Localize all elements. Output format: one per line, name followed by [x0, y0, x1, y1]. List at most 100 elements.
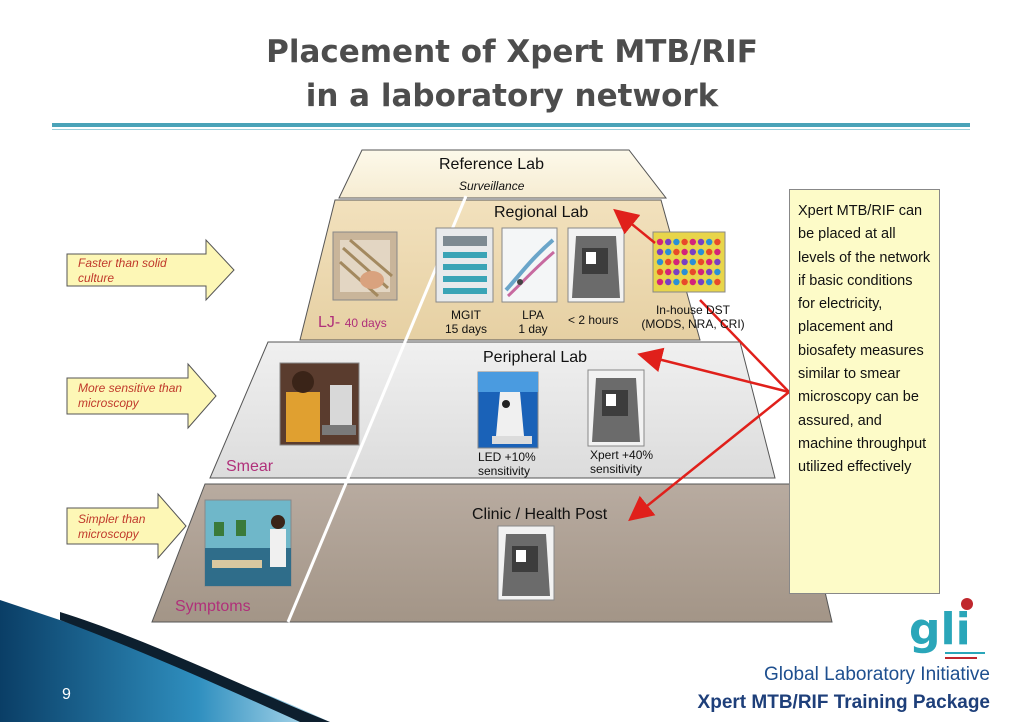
lj-days: 40 days [344, 316, 387, 330]
dst-well [656, 258, 664, 266]
red-arrow-to-clinic [628, 391, 790, 522]
dst-well [681, 258, 688, 266]
led-label: LED +10% sensitivity [478, 450, 536, 478]
dst-well [673, 258, 680, 266]
side-arrow-faster-text: Faster than solid culture [78, 256, 167, 286]
dst-well [689, 268, 696, 276]
dst-label: In-house DST (MODS, NRA, CRI) [628, 303, 758, 331]
xpert-gain: Xpert +40% [590, 448, 654, 462]
red-arrow-to-regional [613, 208, 656, 244]
side-arrow-sensitive-text: More sensitive than microscopy [78, 381, 182, 411]
clinic-photo [204, 499, 292, 587]
red-arrow-to-peripheral [637, 347, 790, 394]
tier-clinic-shape [151, 483, 833, 623]
lj-culture-label: LJ- 40 days [318, 314, 387, 332]
dst-well [673, 268, 680, 276]
dst-well [697, 248, 705, 256]
xpert-placement-callout: Xpert MTB/RIF can be placed at all level… [789, 189, 940, 594]
tier-reference-shape [338, 149, 668, 199]
dst-well [665, 238, 672, 246]
dst-well [714, 278, 721, 286]
slide-title: Placement of Xpert MTB/RIF in a laborato… [0, 30, 1024, 118]
dst-plate-image [652, 231, 726, 293]
dst-well [681, 278, 688, 286]
simpler-line-1: Simpler than [78, 512, 146, 526]
title-line-2: in a laboratory network [305, 78, 719, 114]
genexpert-machine-image-regional [567, 227, 625, 303]
dst-well [673, 248, 680, 256]
reference-lab-subtitle: Surveillance [459, 179, 525, 193]
genexpert-machine-image-peripheral [587, 369, 645, 447]
dst-well [714, 238, 721, 246]
dst-well [706, 278, 713, 286]
dst-well [706, 238, 713, 246]
lpa-time: 1 day [518, 322, 548, 336]
dst-well [689, 278, 696, 286]
red-arrow-to-dst [699, 299, 790, 393]
faster-line-2: culture [78, 271, 115, 285]
dst-well [656, 248, 664, 256]
dst-well [681, 238, 688, 246]
gli-logo-text: gli [909, 604, 971, 655]
side-arrow-simpler-text: Simpler than microscopy [78, 512, 145, 542]
dst-well [689, 258, 696, 266]
dst-well [689, 248, 696, 256]
dst-well [656, 268, 664, 276]
mgit-time: 15 days [444, 322, 488, 336]
side-arrow-faster-shape [66, 238, 235, 302]
dst-well [714, 248, 721, 256]
footer-package: Xpert MTB/RIF Training Package [697, 692, 990, 713]
clinic-title: Clinic / Health Post [472, 506, 608, 523]
gli-logo: gli [909, 598, 985, 659]
led-sensitivity: sensitivity [478, 464, 531, 478]
dst-well [697, 278, 705, 286]
sensitive-line-1: More sensitive than [78, 381, 183, 395]
dst-well [689, 238, 696, 246]
dst-well [665, 258, 672, 266]
dst-well [665, 278, 672, 286]
dst-well [714, 268, 721, 276]
dst-well [697, 258, 705, 266]
led-gain: LED +10% [478, 450, 536, 464]
mgit-machine-image [435, 227, 494, 303]
dst-well [706, 258, 713, 266]
side-arrow-simpler-shape [66, 492, 187, 560]
dst-well [665, 268, 672, 276]
dst-well [665, 248, 672, 256]
xpert-sensitivity: sensitivity [590, 462, 643, 476]
dst-well [706, 248, 713, 256]
microscopy-photo [279, 362, 360, 446]
dst-well [673, 238, 680, 246]
lj-culture-photo [332, 231, 398, 301]
dst-well [706, 268, 713, 276]
symptoms-label: Symptoms [175, 598, 251, 615]
title-divider [52, 123, 970, 127]
sensitive-line-2: microscopy [78, 396, 139, 410]
dst-methods: (MODS, NRA, CRI) [641, 317, 745, 331]
dst-well [673, 278, 680, 286]
regional-lab-title: Regional Lab [494, 204, 589, 221]
title-divider-thin [52, 129, 970, 130]
lpa-name: LPA [522, 308, 544, 322]
lpa-label: LPA 1 day [511, 308, 555, 336]
footer-swoosh-highlight [60, 612, 330, 722]
footer-organization: Global Laboratory Initiative [763, 664, 990, 685]
side-arrow-sensitive-shape [66, 362, 217, 430]
dst-well [714, 258, 721, 266]
dst-well [681, 268, 688, 276]
xpert-peripheral-label: Xpert +40% sensitivity [590, 448, 653, 476]
title-line-1: Placement of Xpert MTB/RIF [266, 34, 758, 70]
mgit-label: MGIT 15 days [440, 308, 492, 336]
dst-name: In-house DST [655, 303, 731, 317]
peripheral-lab-title: Peripheral Lab [483, 349, 588, 366]
xpert-time-label: < 2 hours [568, 313, 619, 327]
lj-prefix: LJ- [318, 314, 341, 331]
lpa-strip-image [501, 227, 558, 303]
dst-well [656, 238, 664, 246]
led-microscope-image [477, 371, 539, 449]
genexpert-machine-image-clinic [497, 525, 555, 601]
smear-label: Smear [226, 458, 274, 475]
mgit-name: MGIT [451, 308, 481, 322]
reference-lab-title: Reference Lab [439, 156, 544, 173]
